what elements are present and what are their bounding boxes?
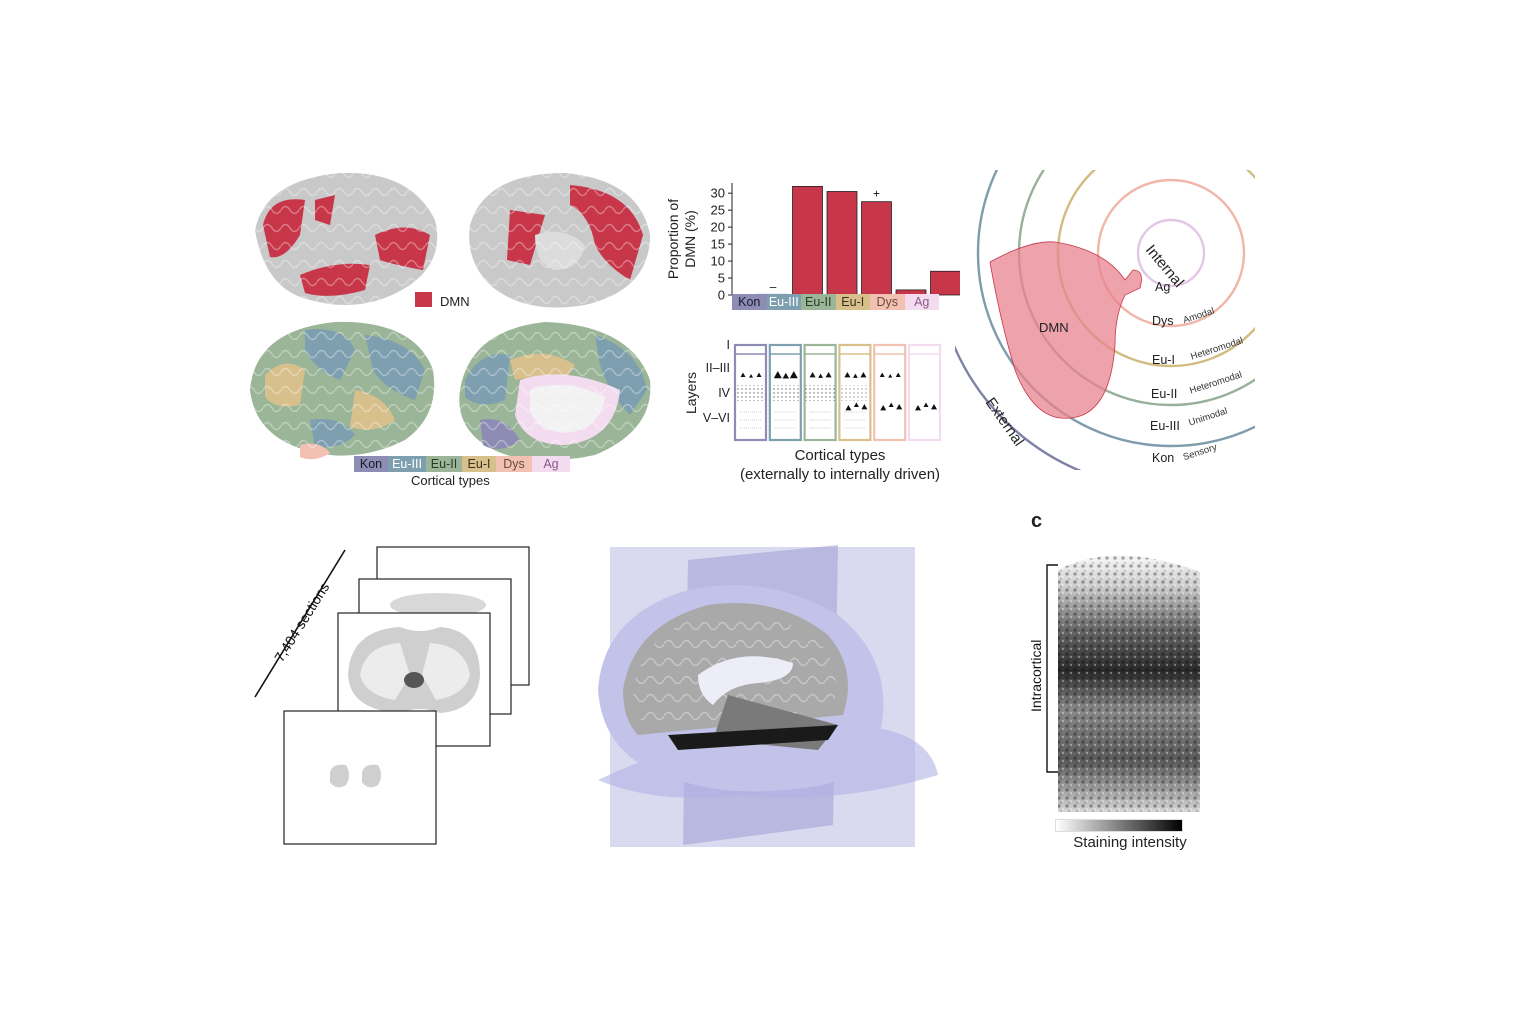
bar-annotation: – <box>770 279 777 293</box>
brain-lateral-types <box>250 321 435 460</box>
type-chip-eu1: Eu-I <box>462 456 496 472</box>
ring-type-label: Kon <box>1152 451 1174 465</box>
section-3-tissue <box>390 593 486 617</box>
layer-label: II–III <box>706 361 730 375</box>
ring-desc-label: Unimodal <box>1187 406 1229 429</box>
bar-ylabel-line: Proportion of <box>665 199 681 279</box>
staining-intensity-label: Staining intensity <box>1073 834 1187 851</box>
layers-xlabel: Cortical types (externally to internally… <box>700 446 980 484</box>
bar-eu-iii <box>792 185 823 296</box>
brain-lateral-dmn <box>255 172 438 305</box>
ring-type-label: Eu-III <box>1150 419 1180 433</box>
layers-ylabel: Layers <box>683 372 699 414</box>
histology-section-stack: 7,404 sections <box>254 546 530 845</box>
brain-medial-types <box>459 322 651 461</box>
dmn-legend-label: DMN <box>440 294 470 309</box>
type-chip-ag: Ag <box>532 456 570 472</box>
sections-count-label: 7,404 sections <box>271 580 332 665</box>
ring-desc-label: Amodal <box>1182 306 1216 326</box>
panel-c-letter: c <box>1031 510 1043 532</box>
bar-ytick-label: 15 <box>711 237 725 252</box>
bar-category-kon: Kon <box>732 294 767 310</box>
ring-type-label: Dys <box>1152 314 1174 328</box>
ring-desc-label: Heteromodal <box>1188 369 1243 396</box>
bar-annotation: + <box>873 187 880 201</box>
staining-colorbar <box>1055 819 1183 832</box>
bar-ytick-label: 0 <box>718 288 725 303</box>
cortical-types-label-a: Cortical types <box>411 473 490 488</box>
ring-type-label: Eu-I <box>1152 353 1175 367</box>
bar-category-eu-i: Eu-I <box>835 294 870 310</box>
layers-xlabel-line-1: Cortical types <box>794 447 886 464</box>
bar-ytick-label: 20 <box>711 220 725 235</box>
section-1-small-slice <box>330 764 381 788</box>
bar-ag <box>930 270 960 296</box>
ring-type-label: Ag <box>1155 280 1170 294</box>
bar-category-eu-iii: Eu-III <box>766 294 801 310</box>
type-chip-dys: Dys <box>496 456 532 472</box>
bar-category-dys: Dys <box>870 294 905 310</box>
ring-desc-label: Heteromodal <box>1189 335 1244 362</box>
layer-column-kon <box>733 343 768 442</box>
external-label: External <box>982 395 1027 450</box>
cortical-types-strip-a: Kon Eu-III Eu-II Eu-I Dys Ag <box>354 456 570 472</box>
brain-medial-dmn <box>469 173 650 308</box>
layers-schematic: Layers I II–III IV V–VI <box>683 338 942 442</box>
type-chip-eu2: Eu-II <box>426 456 462 472</box>
bar-ytick-label: 30 <box>711 186 725 201</box>
layer-label: V–VI <box>703 411 730 425</box>
ring-type-label: Eu-II <box>1151 387 1177 401</box>
layers-xlabel-line-2: (externally to internally driven) <box>739 466 941 483</box>
intracortical-bracket <box>1046 564 1058 773</box>
bar-eu-i <box>861 201 892 296</box>
rings-dmn-label: DMN <box>1039 320 1069 335</box>
ring-dys <box>1096 178 1246 328</box>
bar-category-ag: Ag <box>904 294 939 310</box>
ring-eu-iii <box>976 170 1255 448</box>
stack-depth-line <box>254 549 346 698</box>
section-sheet-1 <box>283 710 437 845</box>
brain-3d-volume <box>598 585 884 792</box>
bar-category-eu-ii: Eu-II <box>801 294 836 310</box>
type-chip-eu3: Eu-III <box>388 456 426 472</box>
staining-profile-panel: Intracortical <box>1028 555 1200 812</box>
type-chip-kon: Kon <box>354 456 388 472</box>
bar-eu-ii <box>826 191 858 296</box>
3d-brain-reconstruction <box>598 545 938 847</box>
intracortical-label: Intracortical <box>1028 640 1044 712</box>
bar-ytick-label: 5 <box>718 271 725 286</box>
dmn-legend-swatch <box>415 292 432 307</box>
bar-ytick-label: 25 <box>711 203 725 218</box>
layer-label: I <box>727 338 730 352</box>
dmn-region-overlay <box>989 241 1142 419</box>
section-2-coronal-slice <box>348 627 480 713</box>
layer-column-dys <box>873 343 907 442</box>
ring-ag <box>1136 218 1206 288</box>
brain-surfaces-panel <box>250 172 651 461</box>
layer-column-eu-iii <box>768 343 802 442</box>
bar-ytick-label: 10 <box>711 254 725 269</box>
layer-column-eu-i <box>838 343 872 442</box>
bar-ylabel-line: DMN (%) <box>682 210 698 268</box>
layer-label: IV <box>718 386 730 400</box>
layer-column-ag <box>907 343 942 442</box>
layer-column-eu-ii <box>803 343 837 442</box>
